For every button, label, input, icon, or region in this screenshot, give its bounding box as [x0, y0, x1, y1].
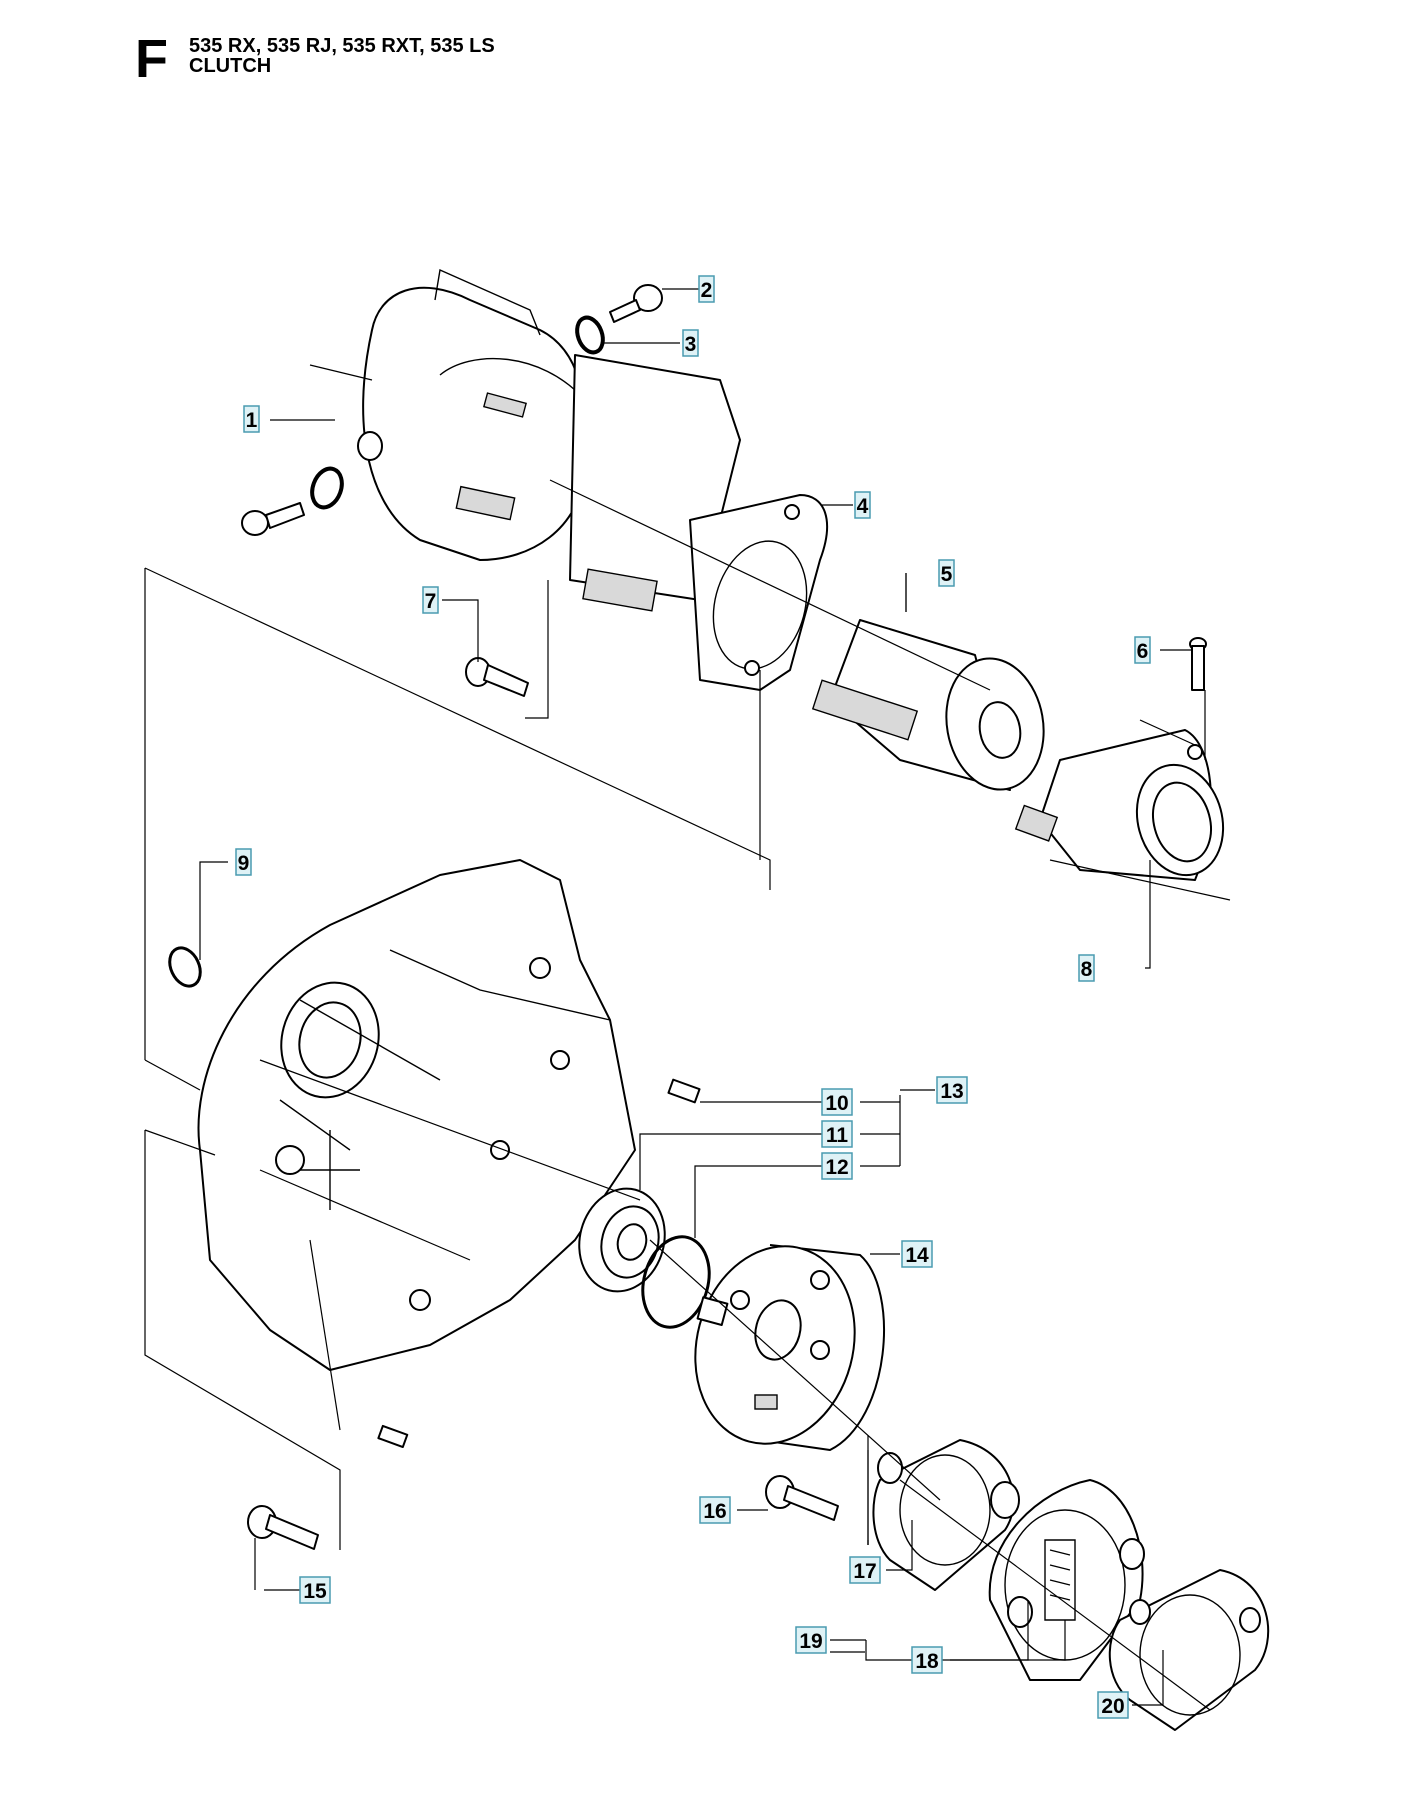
callout-5[interactable]: 5 — [938, 559, 955, 587]
callout-17[interactable]: 17 — [849, 1556, 881, 1584]
part-clamp[interactable] — [1014, 729, 1235, 885]
callout-13[interactable]: 13 — [936, 1076, 968, 1104]
svg-text:18: 18 — [915, 1650, 939, 1673]
part-clutch-cover[interactable] — [357, 268, 588, 561]
callout-12[interactable]: 12 — [821, 1152, 853, 1180]
callout-20[interactable]: 20 — [1097, 1691, 1129, 1719]
part-plate-20[interactable] — [1108, 1569, 1270, 1731]
callout-3[interactable]: 3 — [682, 329, 699, 357]
callout-14[interactable]: 14 — [901, 1240, 933, 1268]
svg-text:5: 5 — [941, 563, 953, 586]
part-crankcase[interactable] — [197, 859, 636, 1371]
part-screw-6[interactable] — [1189, 637, 1207, 691]
svg-text:12: 12 — [825, 1156, 848, 1179]
callout-8[interactable]: 8 — [1078, 954, 1095, 982]
callout-7[interactable]: 7 — [422, 586, 439, 614]
callout-4[interactable]: 4 — [854, 491, 871, 519]
svg-text:17: 17 — [853, 1560, 876, 1583]
callout-16[interactable]: 16 — [699, 1496, 731, 1524]
assembly-lines — [144, 364, 1231, 1711]
part-screw-2[interactable] — [609, 284, 663, 323]
part-o-ring-left[interactable] — [307, 464, 347, 511]
svg-text:6: 6 — [1137, 640, 1149, 663]
svg-text:4: 4 — [857, 495, 869, 518]
callout-15[interactable]: 15 — [299, 1576, 331, 1604]
section-letter: F — [135, 29, 168, 89]
callout-19[interactable]: 19 — [795, 1626, 827, 1654]
callout-1[interactable]: 1 — [243, 405, 260, 433]
part-bearing[interactable] — [568, 1179, 676, 1301]
part-screw-7[interactable] — [465, 657, 529, 697]
svg-text:3: 3 — [685, 333, 697, 356]
part-bolt-16[interactable] — [765, 1475, 839, 1521]
svg-text:20: 20 — [1101, 1695, 1124, 1718]
svg-text:13: 13 — [940, 1080, 963, 1103]
header-text: 535 RX, 535 RJ, 535 RXT, 535 LS CLUTCH — [189, 36, 495, 76]
part-o-ring-3[interactable] — [573, 314, 608, 356]
callout-labels: 1 2 3 4 5 6 7 8 9 10 11 12 13 14 15 16 1… — [235, 275, 1151, 1719]
callout-10[interactable]: 10 — [821, 1088, 853, 1116]
part-bolt-15[interactable] — [247, 1505, 319, 1550]
part-clutch-housing[interactable] — [569, 354, 829, 691]
svg-text:1: 1 — [246, 409, 258, 432]
part-clutch-drum[interactable] — [674, 1228, 885, 1462]
callout-9[interactable]: 9 — [235, 848, 252, 876]
svg-text:16: 16 — [703, 1500, 726, 1523]
svg-text:14: 14 — [905, 1244, 929, 1267]
svg-text:9: 9 — [238, 852, 250, 875]
part-dowel-pin-lower[interactable] — [377, 1424, 409, 1449]
callout-2[interactable]: 2 — [698, 275, 715, 303]
svg-text:7: 7 — [425, 590, 437, 613]
part-washer-plate[interactable] — [872, 1439, 1020, 1591]
model-list: 535 RX, 535 RJ, 535 RXT, 535 LS — [189, 35, 495, 57]
part-dowel-pin-10[interactable] — [667, 1078, 701, 1104]
part-screw-left[interactable] — [241, 502, 305, 536]
part-circlip[interactable] — [164, 943, 206, 991]
svg-text:11: 11 — [826, 1124, 849, 1147]
callout-6[interactable]: 6 — [1134, 636, 1151, 664]
callout-11[interactable]: 11 — [821, 1120, 853, 1148]
callout-leaders — [199, 288, 1192, 1706]
part-drive-sleeve[interactable] — [811, 619, 1054, 797]
diagram-title: CLUTCH — [189, 55, 272, 77]
svg-text:10: 10 — [825, 1092, 848, 1115]
svg-text:15: 15 — [303, 1580, 327, 1603]
svg-text:8: 8 — [1081, 958, 1093, 981]
svg-text:19: 19 — [799, 1630, 822, 1653]
svg-text:2: 2 — [701, 279, 713, 302]
callout-18[interactable]: 18 — [911, 1646, 943, 1674]
